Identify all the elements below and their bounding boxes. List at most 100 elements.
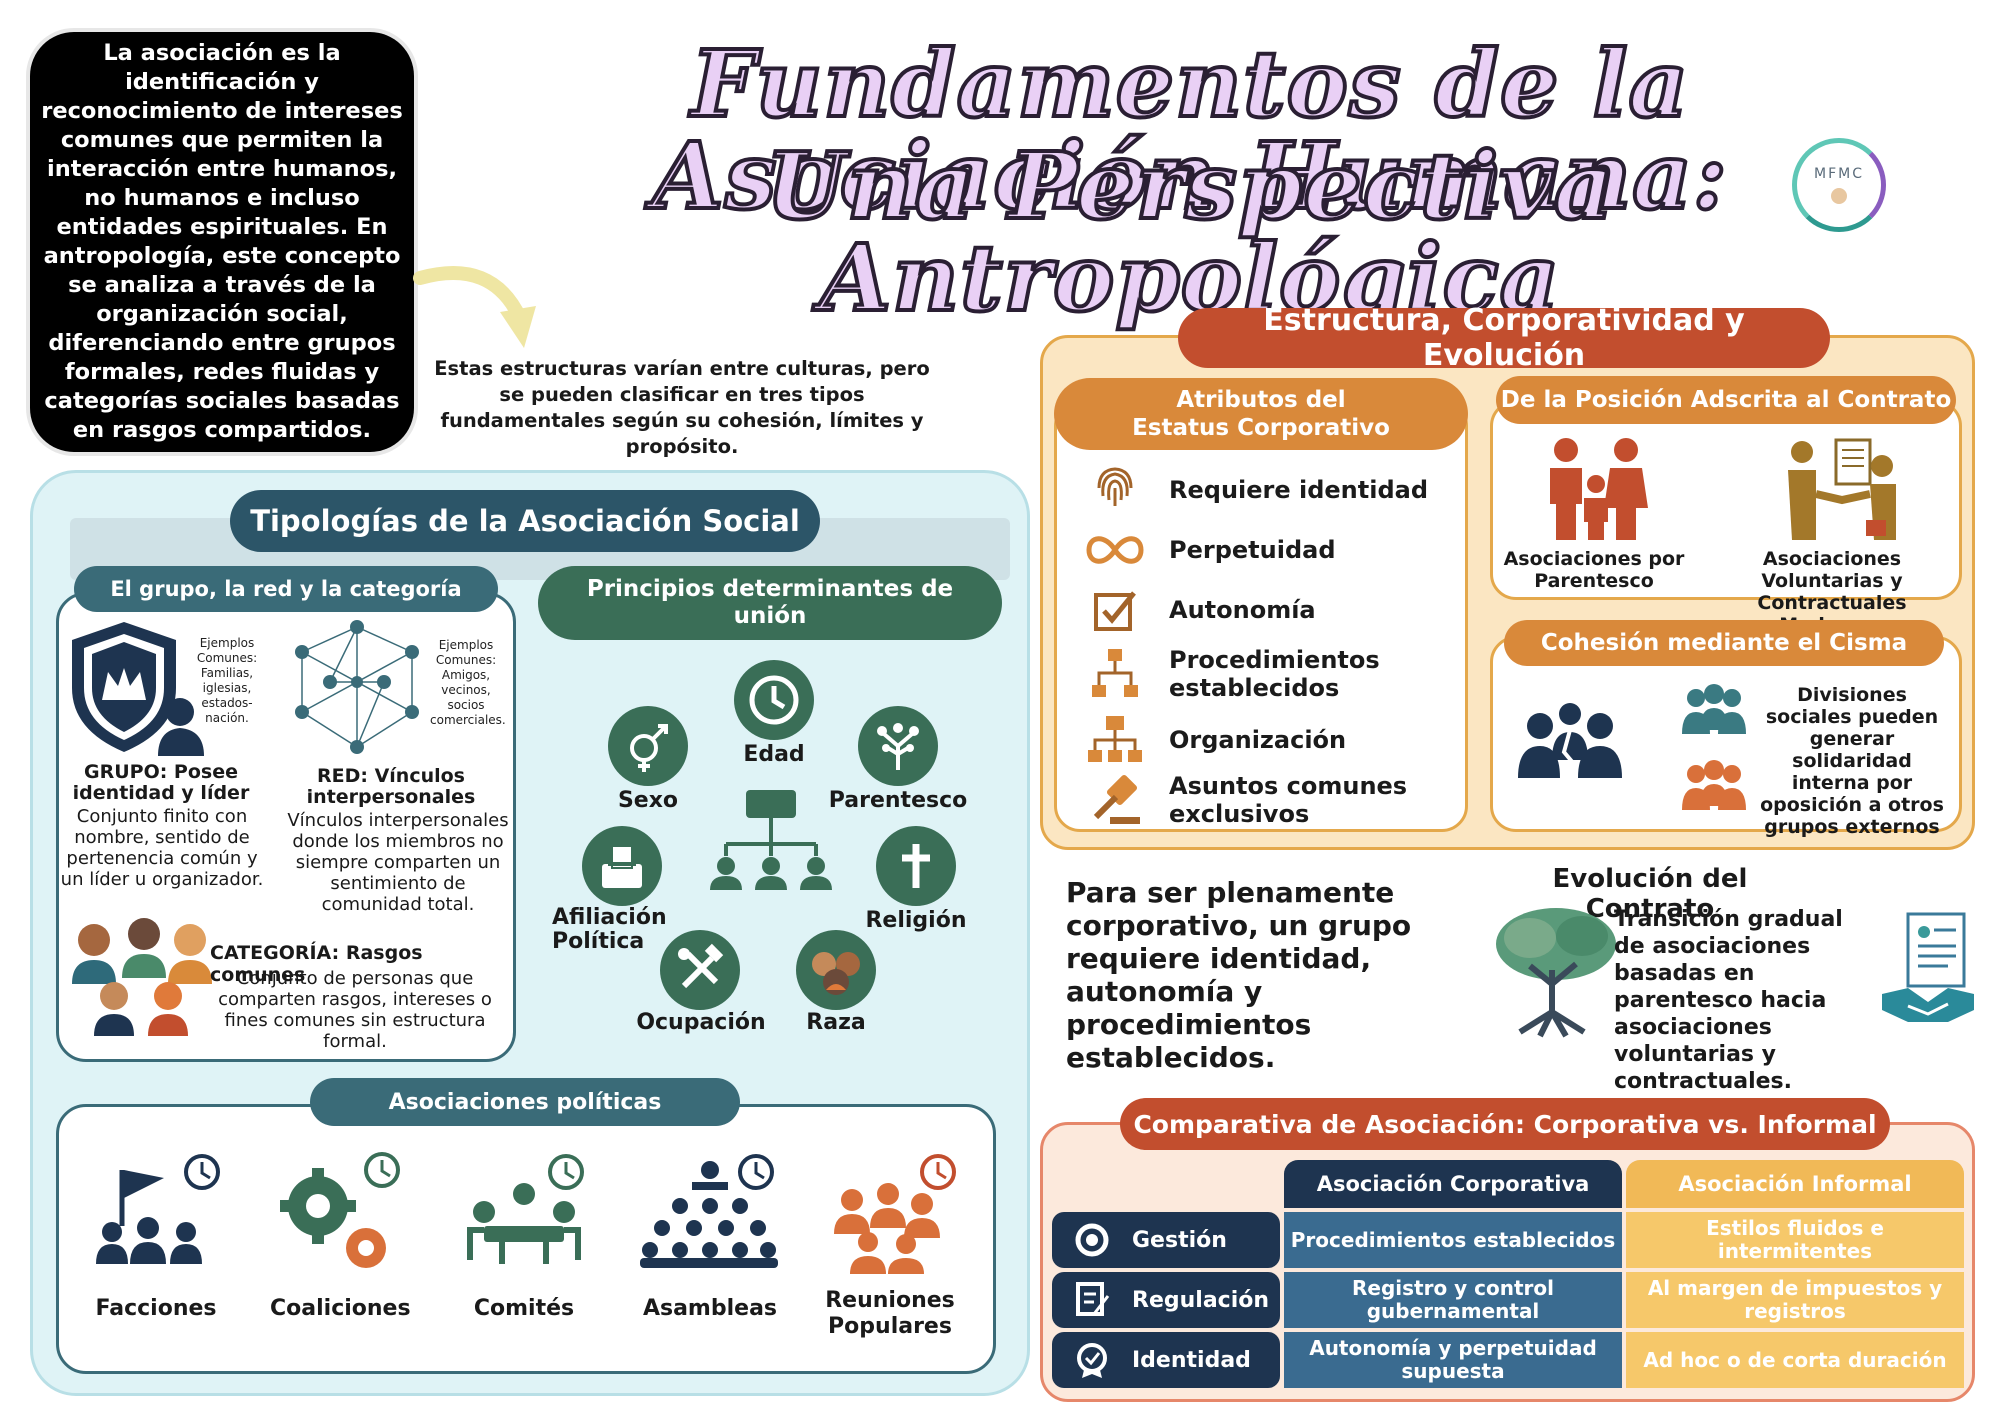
row-label-text: Regulación	[1132, 1287, 1270, 1313]
political-asambleas: Asambleas	[642, 1296, 778, 1321]
position-header: De la Posición Adscrita al Contrato	[1496, 376, 1956, 424]
faction-icon	[96, 1154, 220, 1264]
attr-row-identity: Requiere identidad	[1085, 466, 1428, 514]
group-teal-icon	[1682, 684, 1746, 734]
cell-identidad-informal: Ad hoc o de corta duración	[1626, 1332, 1964, 1388]
cell-identidad-corporate: Autonomía y perpetuidad supuesta	[1284, 1332, 1622, 1388]
typologies-header: Tipologías de la Asociación Social	[230, 490, 820, 552]
attr-row-common-affairs: Asuntos comunes exclusivos	[1085, 772, 1429, 828]
schism-text: Divisiones sociales pueden generar solid…	[1760, 684, 1944, 838]
gavel-icon	[1085, 774, 1145, 824]
clock-icon	[734, 660, 814, 740]
fingerprint-icon	[1085, 466, 1145, 514]
attr-label: Requiere identidad	[1169, 476, 1429, 504]
title-line-2: Una Perspectiva Antropológica	[764, 132, 1616, 332]
tree-icon	[1496, 908, 1616, 1038]
document-pen-icon	[1076, 1282, 1110, 1316]
political-facciones: Facciones	[95, 1296, 217, 1321]
row-label-gestion: Gestión	[1052, 1212, 1280, 1268]
people-crowd-icon	[72, 918, 212, 1036]
corporate-note: Para ser plenamente corporativo, un grup…	[1066, 876, 1412, 1074]
group-title: GRUPO: Posee identidad y líder	[72, 761, 250, 804]
checkbox-icon	[1085, 586, 1145, 634]
attr-row-autonomy: Autonomía	[1085, 586, 1316, 634]
principle-parentesco: Parentesco	[828, 788, 968, 813]
tools-icon	[660, 930, 740, 1010]
political-comites: Comités	[473, 1296, 575, 1321]
gender-icon	[608, 706, 688, 786]
contract-handshake-icon	[1882, 912, 1974, 1022]
grn-header: El grupo, la red y la categoría	[74, 566, 498, 612]
split-group-icon	[1518, 703, 1622, 785]
category-text: Conjunto de personas que comparten rasgo…	[218, 968, 492, 1052]
intro-box: La asociación es la identificación y rec…	[30, 32, 414, 452]
principle-religion: Religión	[865, 908, 967, 933]
badge-check-icon	[1077, 1343, 1107, 1378]
title-line-1: Fundamentos de la Asociación Humana:	[650, 30, 1729, 230]
group-examples: Ejemplos Comunes: Familias, iglesias, es…	[196, 636, 258, 725]
category-title: CATEGORÍA: Rasgos comunes	[210, 942, 423, 986]
logo-text: MFMC	[1814, 166, 1864, 182]
schism-header: Cohesión mediante el Cisma	[1504, 620, 1944, 666]
diverse-faces-icon	[796, 930, 876, 1010]
political-coaliciones: Coaliciones	[270, 1296, 411, 1321]
principle-raza: Raza	[806, 1010, 866, 1035]
attr-label: Organización	[1169, 726, 1347, 754]
principle-ocupacion: Ocupación	[636, 1010, 766, 1035]
net-text: Vínculos interpersonales donde los miemb…	[287, 810, 509, 915]
hierarchy-people-icon	[710, 790, 832, 890]
attributes-header: Atributos del Estatus Corporativo	[1054, 378, 1468, 450]
network-icon	[295, 620, 419, 754]
flowchart-icon	[1085, 649, 1145, 698]
cell-gestion-corporate: Procedimientos establecidos	[1284, 1212, 1622, 1268]
gear-copyright-icon	[1075, 1223, 1109, 1257]
popular-meeting-icon	[834, 1154, 956, 1274]
row-label-text: Gestión	[1132, 1227, 1227, 1253]
attr-label: Autonomía	[1169, 596, 1316, 624]
attr-label: Perpetuidad	[1169, 536, 1336, 564]
row-label-regulacion: Regulación	[1052, 1272, 1280, 1328]
curved-arrow-icon	[413, 266, 536, 348]
committee-icon	[467, 1154, 584, 1264]
principle-edad: Edad	[743, 742, 805, 767]
intro-subtext: Estas estructuras varían entre culturas,…	[434, 357, 930, 458]
structure-header: Estructura, Corporatividad y Evolución	[1178, 303, 1830, 373]
evolution-text: Transición gradual de asociaciones basad…	[1614, 907, 1843, 1094]
net-examples: Ejemplos Comunes: Amigos, vecinos, socio…	[430, 638, 506, 727]
intro-text: La asociación es la identificación y rec…	[41, 40, 403, 443]
row-label-text: Identidad	[1132, 1347, 1251, 1373]
shield-crown-icon	[72, 622, 204, 756]
assembly-icon	[640, 1154, 778, 1268]
attr-label: Procedimientos establecidos	[1169, 646, 1380, 702]
attr-row-organization: Organización	[1085, 716, 1346, 764]
cell-regulacion-corporate: Registro y control gubernamental	[1284, 1272, 1622, 1328]
comparison-header: Comparativa de Asociación: Corporativa v…	[1120, 1098, 1890, 1150]
infinity-icon	[1085, 526, 1145, 574]
col-header-corporate: Asociación Corporativa	[1284, 1160, 1622, 1208]
political-header: Asociaciones políticas	[310, 1078, 740, 1126]
family-icon	[1550, 438, 1648, 540]
evolution-title: Evolución del Contrato	[1552, 864, 1748, 924]
group-text: Conjunto finito con nombre, sentido de p…	[60, 806, 264, 890]
cell-regulacion-informal: Al margen de impuestos y registros	[1626, 1272, 1964, 1328]
group-orange-icon	[1682, 760, 1746, 810]
attr-row-procedures: Procedimientos establecidos	[1085, 646, 1429, 702]
principles-header: Principios determinantes de unión	[538, 566, 1002, 640]
principle-afiliacion: Afiliación Política	[552, 905, 667, 954]
attr-label: Asuntos comunes exclusivos	[1169, 772, 1408, 828]
kinship-associations: Asociaciones por Parentesco	[1503, 548, 1685, 592]
mfmc-logo: MFMC	[1792, 138, 1886, 232]
voluntary-associations: Asociaciones Voluntarias y Contractuales…	[1757, 548, 1907, 636]
gears-icon	[280, 1152, 400, 1268]
attr-row-perpetuity: Perpetuidad	[1085, 526, 1336, 574]
handshake-contract-icon	[1788, 438, 1896, 540]
political-reuniones: Reuniones Populares	[825, 1288, 955, 1339]
row-label-identidad: Identidad	[1052, 1332, 1280, 1388]
cell-gestion-informal: Estilos fluidos e intermitentes	[1626, 1212, 1964, 1268]
org-chart-icon	[1085, 716, 1145, 764]
net-title: RED: Vínculos interpersonales	[306, 765, 476, 808]
family-tree-icon	[858, 706, 938, 786]
principle-sexo: Sexo	[617, 788, 679, 813]
cross-icon	[876, 826, 956, 906]
col-header-informal: Asociación Informal	[1626, 1160, 1964, 1208]
